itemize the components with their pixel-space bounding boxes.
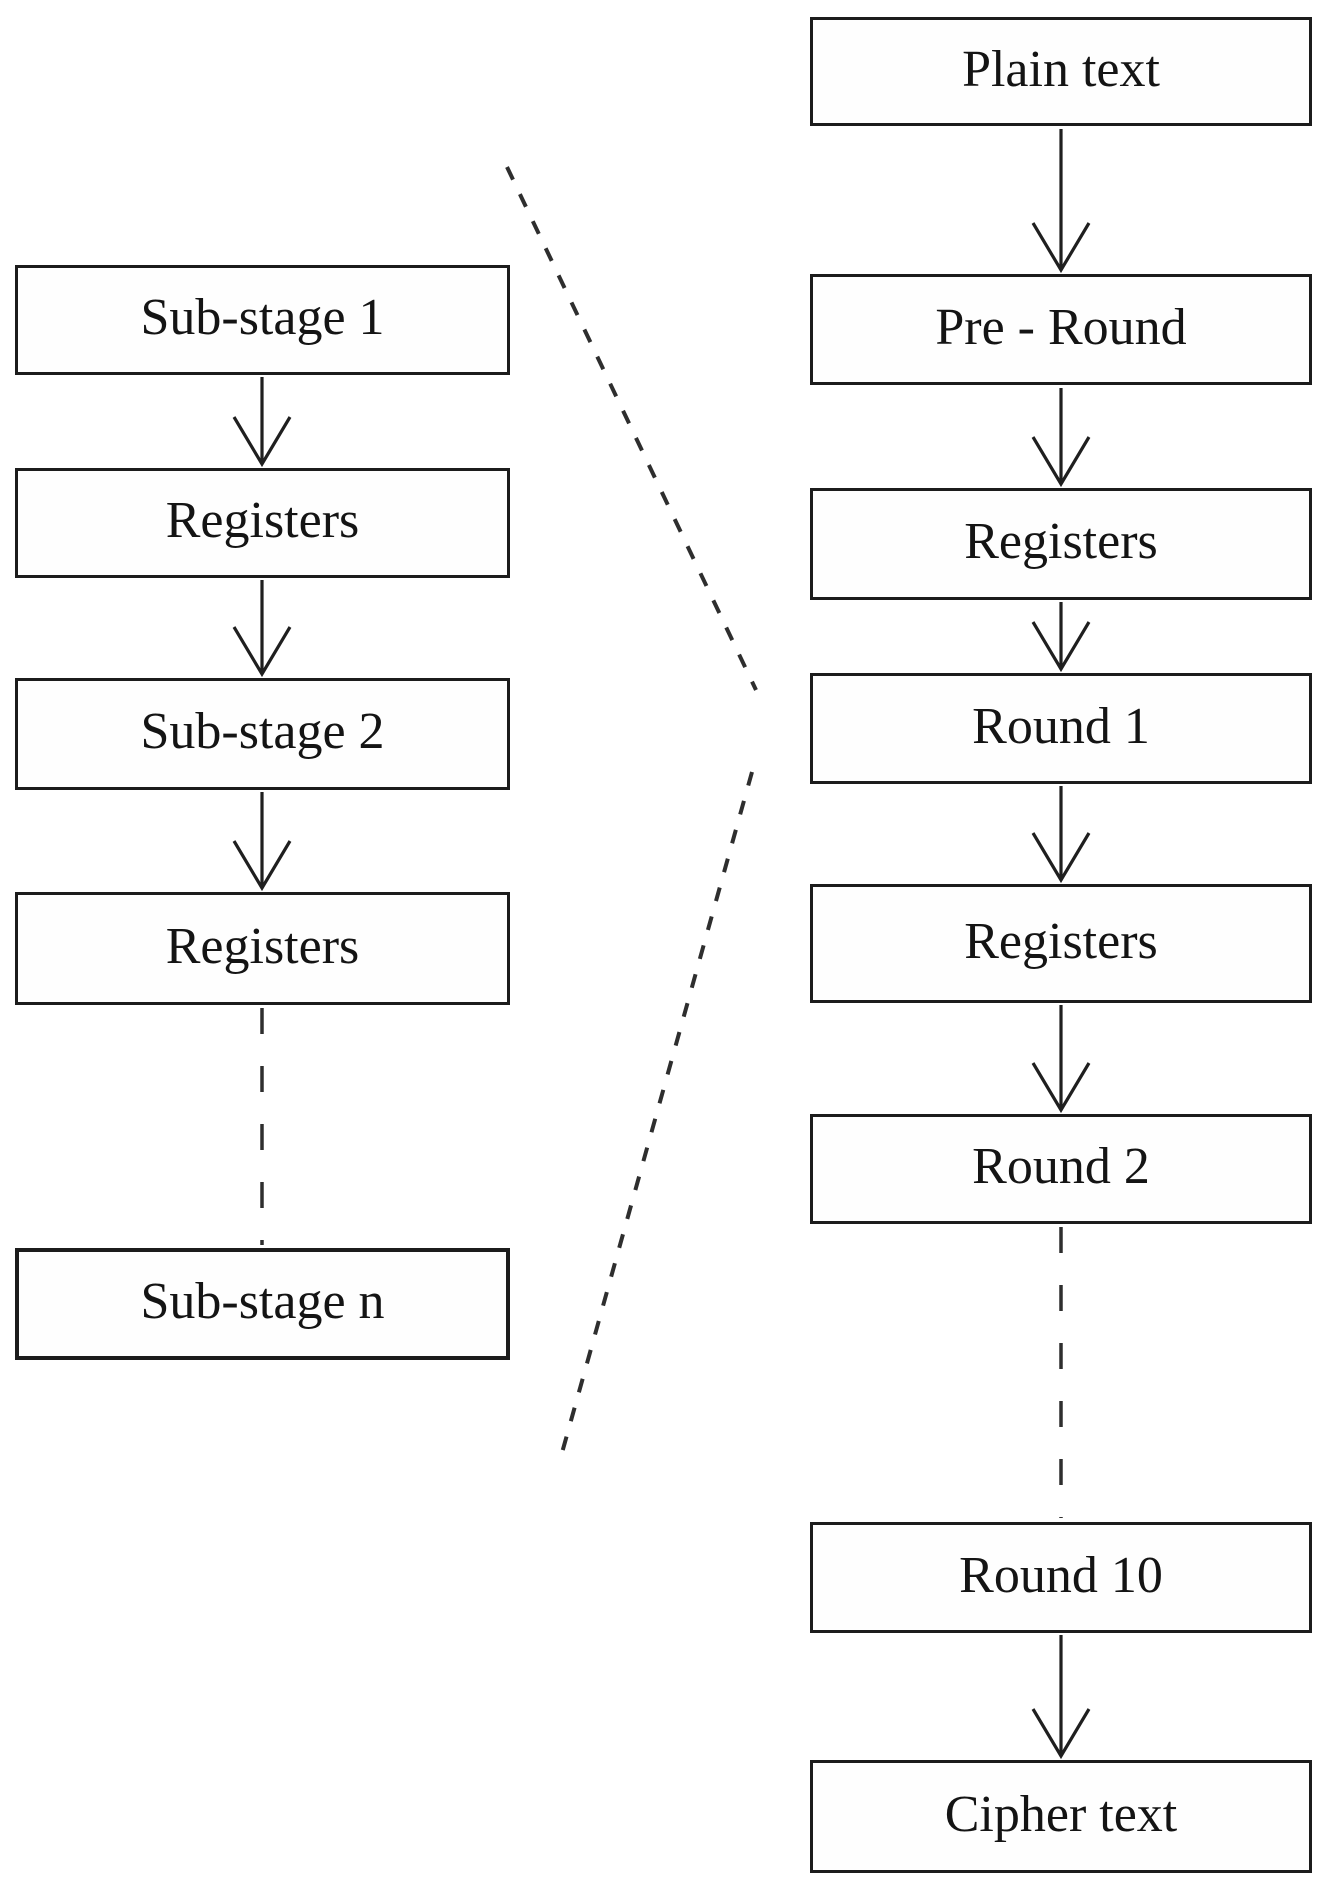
node-sub-stage-2: Sub-stage 2 [15,678,510,790]
arrow-registers-to-round1 [1031,602,1091,673]
node-registers-left-1: Registers [15,468,510,578]
node-label: Registers [964,513,1158,570]
arrow-preround-to-registers [1031,388,1091,488]
node-pre-round: Pre - Round [810,274,1312,385]
node-plain-text: Plain text [810,17,1312,126]
arrow-registers-to-round2 [1031,1005,1091,1114]
zoom-bracket-lower-dashed-line [558,771,754,1461]
node-label: Sub-stage n [140,1273,385,1330]
node-sub-stage-n: Sub-stage n [15,1248,510,1360]
node-label: Sub-stage 2 [140,703,385,760]
node-registers-right-1: Registers [810,488,1312,600]
zoom-bracket-upper-dashed-line [505,166,758,691]
node-cipher-text: Cipher text [810,1760,1312,1873]
node-round-1: Round 1 [810,673,1312,784]
arrow-substage1-to-registers [232,377,292,468]
node-round-2: Round 2 [810,1114,1312,1224]
node-registers-right-2: Registers [810,884,1312,1003]
node-label: Sub-stage 1 [140,289,385,346]
node-round-10: Round 10 [810,1522,1312,1633]
node-label: Round 10 [959,1546,1163,1604]
arrow-round1-to-registers [1031,786,1091,884]
node-label: Registers [165,917,360,975]
node-label: Round 1 [972,697,1150,755]
node-label: Pre - Round [935,298,1187,356]
node-label: Registers [165,492,360,549]
arrow-plaintext-to-preround [1031,129,1091,274]
node-label: Cipher text [944,1785,1178,1843]
node-label: Registers [964,912,1158,970]
arrow-substage2-to-registers [232,792,292,892]
arrow-round10-to-ciphertext [1031,1635,1091,1760]
node-sub-stage-1: Sub-stage 1 [15,265,510,375]
arrow-registers-to-substage2 [232,580,292,678]
node-registers-left-2: Registers [15,892,510,1005]
node-label: Plain text [962,40,1160,98]
node-label: Round 2 [972,1138,1150,1195]
